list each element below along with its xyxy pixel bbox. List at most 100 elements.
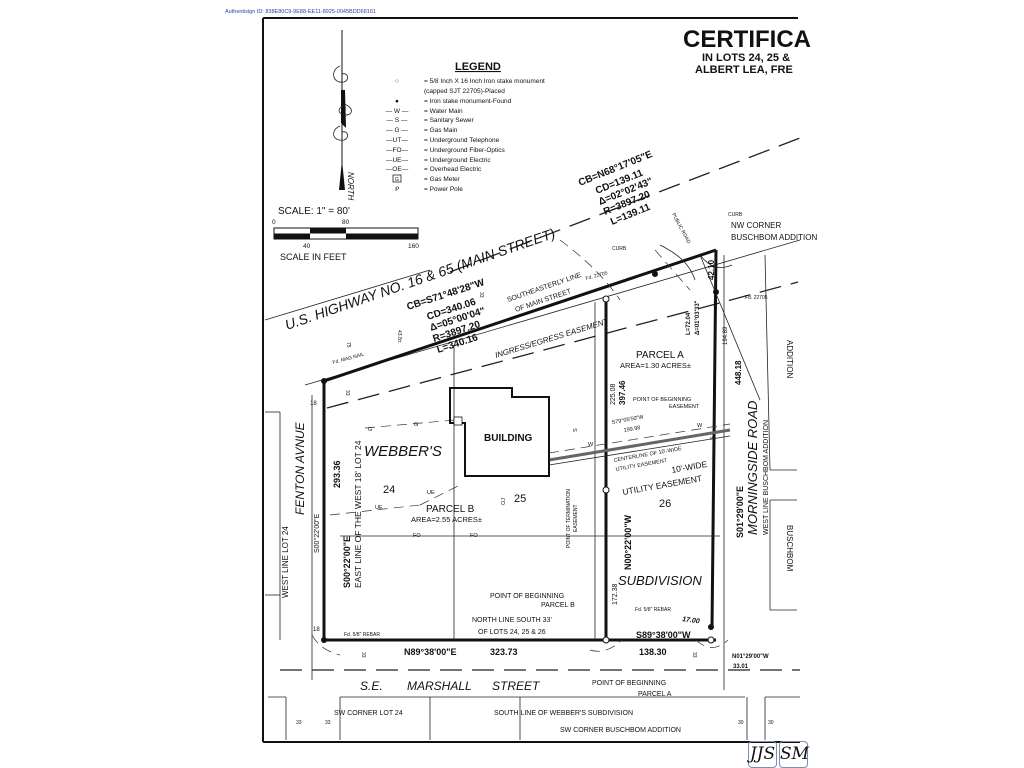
bearing: S00°22'00"E xyxy=(313,513,321,553)
dimension: 33 xyxy=(344,390,350,396)
overhead-electric-symbol: —OE— xyxy=(386,166,409,173)
parcel-b-label: PARCEL B xyxy=(426,504,475,515)
dimension: 75 xyxy=(345,342,351,348)
found-monument-icon xyxy=(652,271,658,277)
dimension: 225.08 xyxy=(610,383,617,405)
scale-tick: 80 xyxy=(342,219,350,226)
found-monument-icon: ● xyxy=(395,98,399,105)
power-pole-icon: ᑭ xyxy=(395,186,400,193)
scale-tick: 160 xyxy=(408,243,419,250)
easement-bearing: S79°05'50"W xyxy=(611,414,645,426)
bearing: S89°38'00"W xyxy=(636,630,691,640)
gas-line-label: G xyxy=(414,422,418,428)
north-arrow-icon: NORTH xyxy=(333,30,355,201)
east-boundary-line xyxy=(710,249,718,629)
placed-monument-icon: ○ xyxy=(395,78,399,85)
water-main-symbol: — W — xyxy=(386,108,409,115)
curve-label: Δ=01°03'33" xyxy=(695,300,701,335)
corner-label: SW CORNER LOT 24 xyxy=(334,710,403,717)
pob-label: POINT OF BEGINNING xyxy=(490,593,564,600)
monument-note: Fd. 22705 xyxy=(745,295,768,301)
north-boundary-line xyxy=(323,248,717,383)
gas-line-label: G xyxy=(368,427,372,433)
south-line-label: SOUTH LINE OF WEBBER'S SUBDIVISION xyxy=(494,710,633,717)
easement-note: POINT OF BEGINNING xyxy=(633,397,691,403)
legend-label: = Underground Telephone xyxy=(424,137,500,144)
found-monument-icon xyxy=(321,637,327,643)
parcel-b-area: AREA=2.55 ACRES± xyxy=(411,515,482,524)
monument-note: Fd. 5/8" REBAR xyxy=(344,632,380,638)
bearing: N89°38'00"E xyxy=(404,647,457,657)
dimension: 18 xyxy=(310,401,317,407)
legend-label: = Overhead Electric xyxy=(424,166,482,173)
sewer-label: S xyxy=(710,436,716,440)
electric-line-label: UE xyxy=(427,490,435,496)
public-road-label: PUBLIC ROAD xyxy=(670,212,691,245)
monument-note: Fd. MAG NAIL xyxy=(332,352,365,366)
placed-monument-icon xyxy=(602,295,610,303)
dimension: 18 xyxy=(313,627,320,633)
water-line-label: W xyxy=(697,423,703,429)
north-line-label: NORTH LINE SOUTH 33' xyxy=(472,617,552,624)
fiber-line-label: FO xyxy=(470,533,478,539)
telephone-symbol: —UT— xyxy=(386,137,408,144)
pob-label: PARCEL B xyxy=(541,602,575,609)
bearing: N00°22'00"W xyxy=(623,514,633,570)
bearing: N01°29'00"W xyxy=(732,654,769,660)
west-line-label: WEST LINE BUSCHBOM ADDITION xyxy=(763,420,770,535)
dimension: 42.10 xyxy=(707,259,716,280)
initials-box-1: JJS xyxy=(748,741,777,768)
easement-note: EASEMENT xyxy=(669,404,700,410)
dimension: 448.18 xyxy=(734,360,743,385)
legend-title: LEGEND xyxy=(455,61,501,73)
marshall-street-label: STREET xyxy=(492,679,541,693)
north-label: NORTH xyxy=(346,172,355,201)
easement-label: INGRESS/EGRESS EASEMENT xyxy=(494,317,610,360)
monument-note: Fd. 5/8" REBAR xyxy=(635,607,671,613)
scale-tick: 40 xyxy=(303,243,311,250)
curve-label: L=72.04 xyxy=(686,312,692,335)
electric-line-label: UE xyxy=(375,505,383,511)
bearing: S00°22'00"E xyxy=(342,536,352,588)
found-monument-icon xyxy=(708,624,714,630)
dimension: 30 xyxy=(738,720,744,726)
electric-symbol: —UE— xyxy=(386,157,409,164)
legend-label: = Sanitary Sewer xyxy=(424,117,475,124)
gas-main-symbol: — G — xyxy=(386,127,408,134)
pob-label: PARCEL A xyxy=(638,691,672,698)
dimension: 33.01 xyxy=(733,664,749,670)
parcel-a-area: AREA=1.30 ACRES± xyxy=(620,361,691,370)
legend-label: = Gas Meter xyxy=(424,176,461,183)
parcel-a-label: PARCEL A xyxy=(636,350,684,361)
legend-label: = Power Pole xyxy=(424,186,463,193)
dimension: 43.8± xyxy=(396,330,402,343)
pob-label: POINT OF BEGINNING xyxy=(592,680,666,687)
scale-label: SCALE: 1" = 80' xyxy=(278,206,350,217)
termination-note: EASEMENT xyxy=(573,504,579,532)
sewer-label: S xyxy=(573,428,579,432)
gas-meter-icon xyxy=(392,174,402,183)
gas-meter-icon xyxy=(453,416,463,426)
found-monument-icon xyxy=(713,289,719,295)
monument-note: Fd. 22705 xyxy=(585,270,609,282)
legend-label: (capped SJT 22705)-Placed xyxy=(424,88,505,95)
morningside-road-label: MORNINGSIDE ROAD xyxy=(745,401,760,535)
title-main: CERTIFICA xyxy=(683,26,811,53)
dimension: 194.89 xyxy=(723,326,729,345)
legend-label: = 5/8 Inch X 16 Inch Iron stake monument xyxy=(424,78,545,85)
termination-note: POINT OF TERMINATION xyxy=(566,489,572,548)
webbers-label: WEBBER'S xyxy=(364,443,442,460)
easement-label: 10'-WIDE xyxy=(671,459,709,475)
placed-monument-icon xyxy=(602,636,610,644)
fiber-optics-symbol: —FO— xyxy=(386,147,409,154)
corner-label: SW CORNER BUSCHBOM ADDITION xyxy=(560,727,681,734)
monuments xyxy=(321,271,719,644)
scale-tick: 0 xyxy=(272,219,276,226)
linework xyxy=(264,137,801,740)
legend-label: = Gas Main xyxy=(424,127,458,134)
found-monument-icon xyxy=(321,378,327,384)
easement-distance: 199.98 xyxy=(623,425,641,434)
legend: LEGEND ○ = 5/8 Inch X 16 Inch Iron stake… xyxy=(386,61,545,193)
dimension: 323.73 xyxy=(490,647,518,657)
